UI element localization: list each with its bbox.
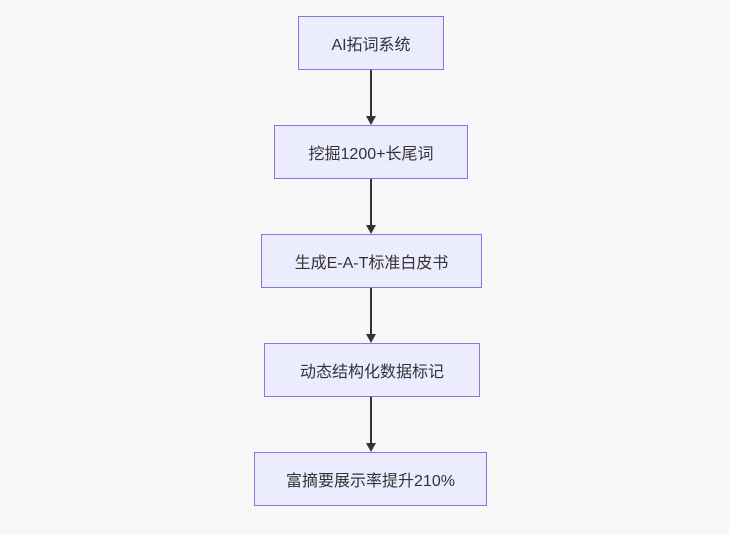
edge-line [370, 397, 372, 443]
node-label: 富摘要展示率提升210% [286, 473, 455, 490]
edge-line [370, 70, 372, 116]
flowchart-node-structured-data: 动态结构化数据标记 [264, 343, 480, 397]
flowchart-node-rich-snippet-result: 富摘要展示率提升210% [254, 452, 487, 506]
flowchart-edge-1 [366, 70, 376, 125]
arrowhead-icon [366, 116, 376, 125]
flowchart-node-longtail-mining: 挖掘1200+长尾词 [274, 125, 468, 179]
node-label: AI拓词系统 [331, 37, 411, 54]
node-label: 生成E-A-T标准白皮书 [294, 255, 449, 272]
flowchart-edge-3 [366, 288, 376, 343]
flowchart-node-eat-whitepaper: 生成E-A-T标准白皮书 [261, 234, 482, 288]
arrowhead-icon [366, 334, 376, 343]
edge-line [370, 179, 372, 225]
flowchart-edge-4 [366, 397, 376, 452]
flowchart-node-ai-word-system: AI拓词系统 [298, 16, 444, 70]
node-label: 挖掘1200+长尾词 [308, 146, 434, 163]
flowchart-edge-2 [366, 179, 376, 234]
arrowhead-icon [366, 225, 376, 234]
edge-line [370, 288, 372, 334]
arrowhead-icon [366, 443, 376, 452]
node-label: 动态结构化数据标记 [299, 364, 444, 381]
